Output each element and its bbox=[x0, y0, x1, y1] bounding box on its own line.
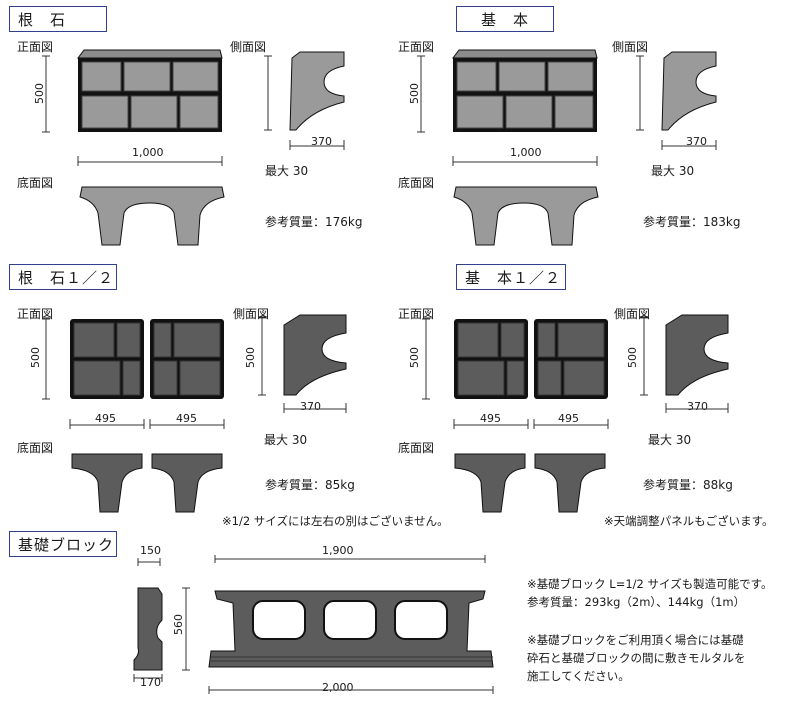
weight-label: 参考質量：88kg bbox=[643, 478, 733, 492]
width-dimension-right: 495 bbox=[558, 412, 579, 425]
max-note: 最大 30 bbox=[265, 164, 309, 178]
side-view-label: 側面図 bbox=[612, 40, 649, 54]
bottom-width-dimension: 170 bbox=[140, 676, 161, 689]
top-length-dimension: 1,900 bbox=[322, 544, 354, 557]
bottom-view-drawing-pair bbox=[71, 453, 223, 513]
width-dimension: 1,000 bbox=[132, 146, 164, 159]
half-size-note: ※1/2 サイズには左右の別はございません。 bbox=[222, 514, 449, 528]
width-dimension: 1,000 bbox=[510, 146, 542, 159]
side-view-drawing bbox=[258, 314, 347, 413]
top-width-dimension: 150 bbox=[140, 544, 161, 557]
mortar-note-line2: 砕石と基礎ブロックの間に敷きモルタルを bbox=[527, 651, 746, 665]
panel-title-foundation: 基礎ブロック bbox=[9, 531, 117, 557]
front-view-drawing bbox=[417, 49, 598, 166]
side-view-drawing bbox=[640, 314, 729, 413]
panel-title-neishi: 根 石 bbox=[9, 6, 107, 32]
weight-label: 参考質量：85kg bbox=[265, 478, 355, 492]
front-view-label: 正面図 bbox=[17, 40, 54, 54]
foundation-half-note: ※基礎ブロック L=1/2 サイズも製造可能です。 bbox=[527, 577, 773, 591]
width-dimension-left: 495 bbox=[95, 412, 116, 425]
max-note: 最大 30 bbox=[264, 433, 308, 447]
bottom-length-dimension: 2,000 bbox=[322, 681, 354, 694]
depth-dimension: 370 bbox=[687, 400, 708, 413]
front-view-drawing-pair bbox=[422, 318, 609, 429]
panel-title-kihon: 基 本 bbox=[456, 6, 554, 32]
weight-label: 参考質量：176kg bbox=[265, 215, 363, 229]
width-dimension-right: 495 bbox=[176, 412, 197, 425]
adjust-panel-note: ※天端調整パネルもございます。 bbox=[604, 514, 774, 528]
foundation-front-drawing bbox=[208, 555, 494, 694]
front-view-label: 正面図 bbox=[398, 307, 435, 321]
foundation-weight: 参考質量：293kg（2m）、144kg（1m） bbox=[527, 595, 746, 609]
bottom-view-label: 底面図 bbox=[398, 176, 435, 190]
bottom-view-label: 底面図 bbox=[398, 441, 435, 455]
panel-title-neishi-half: 根 石１／２ bbox=[9, 264, 117, 290]
max-note: 最大 30 bbox=[648, 433, 692, 447]
max-note: 最大 30 bbox=[651, 164, 695, 178]
front-view-drawing-pair bbox=[42, 318, 225, 429]
width-dimension-left: 495 bbox=[480, 412, 501, 425]
bottom-view-label: 底面図 bbox=[17, 441, 54, 455]
bottom-view-drawing bbox=[79, 186, 225, 246]
depth-dimension: 370 bbox=[311, 135, 332, 148]
weight-label: 参考質量：183kg bbox=[643, 215, 741, 229]
front-view-label: 正面図 bbox=[17, 307, 54, 321]
mortar-note-line1: ※基礎ブロックをご利用頂く場合には基礎 bbox=[527, 633, 744, 647]
foundation-side-drawing bbox=[133, 558, 190, 682]
bottom-view-drawing bbox=[453, 186, 599, 246]
bottom-view-drawing-pair bbox=[454, 453, 606, 513]
front-view-drawing bbox=[42, 49, 223, 166]
bottom-view-label: 底面図 bbox=[17, 176, 54, 190]
front-view-label: 正面図 bbox=[398, 40, 435, 54]
depth-dimension: 370 bbox=[300, 400, 321, 413]
depth-dimension: 370 bbox=[686, 135, 707, 148]
side-view-label: 側面図 bbox=[230, 40, 267, 54]
side-view-drawing bbox=[636, 51, 717, 150]
panel-title-kihon-half: 基 本１／２ bbox=[456, 264, 566, 290]
side-view-drawing bbox=[264, 51, 345, 150]
mortar-note-line3: 施工してください。 bbox=[527, 669, 630, 683]
